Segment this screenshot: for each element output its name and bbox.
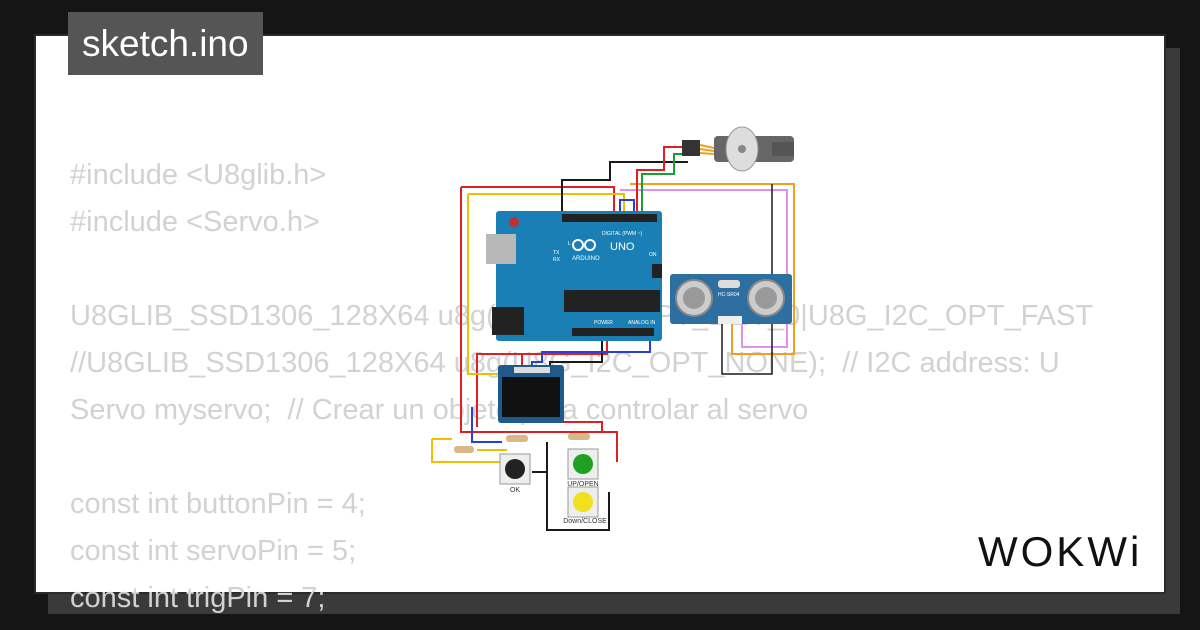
- reset-button-icon: [509, 217, 519, 227]
- board-analog-label: ANALOG IN: [628, 320, 656, 326]
- servo-motor[interactable]: [682, 126, 794, 172]
- arduino-infinity-icon: [572, 239, 596, 251]
- resistor: [568, 433, 590, 440]
- circuit-diagram: DIGITAL (PWM ~) UNO ARDUINO L TX RX ON P…: [431, 126, 795, 531]
- button-down-label: Down/CLOSE: [563, 518, 607, 525]
- code-line: const int buttonPin = 4;: [70, 488, 366, 520]
- button-ok[interactable]: OK: [499, 453, 531, 494]
- board-rx-label: RX: [553, 257, 561, 263]
- sensor-label: HC-SR04: [718, 292, 740, 298]
- board-digital-label: DIGITAL (PWM ~): [602, 231, 642, 237]
- code-line: #include <Servo.h>: [70, 206, 320, 238]
- file-name-tab: sketch.ino: [68, 12, 263, 75]
- board-model-label: UNO: [610, 241, 635, 253]
- code-line: const int servoPin = 5;: [70, 535, 357, 567]
- code-line: Servo myservo; // Crear un objeto para c…: [70, 394, 809, 426]
- ultrasonic-sensor[interactable]: HC-SR04: [670, 274, 792, 324]
- button-ok-label: OK: [510, 487, 520, 494]
- resistor: [454, 446, 474, 453]
- wokwi-logo: WOKWi: [978, 528, 1143, 575]
- arduino-uno-board[interactable]: DIGITAL (PWM ~) UNO ARDUINO L TX RX ON P…: [486, 211, 662, 341]
- code-line: #include <U8glib.h>: [70, 159, 327, 191]
- board-on-label: ON: [649, 252, 657, 258]
- code-line: const int trigPin = 7;: [70, 582, 326, 614]
- oled-display[interactable]: [498, 365, 564, 423]
- code-preview: #include <U8glib.h>#include <Servo.h>U8G…: [70, 152, 1130, 622]
- button-up-open[interactable]: UP/OPEN: [567, 448, 599, 488]
- board-power-label: POWER: [594, 320, 613, 326]
- board-brand-label: ARDUINO: [572, 256, 600, 262]
- board-tx-label: TX: [553, 250, 560, 256]
- button-up-label: UP/OPEN: [567, 481, 599, 488]
- resistor: [506, 435, 528, 442]
- board-l-label: L: [568, 241, 571, 247]
- preview-card: #include <U8glib.h>#include <Servo.h>U8G…: [34, 34, 1166, 614]
- button-down-close[interactable]: Down/CLOSE: [563, 486, 607, 525]
